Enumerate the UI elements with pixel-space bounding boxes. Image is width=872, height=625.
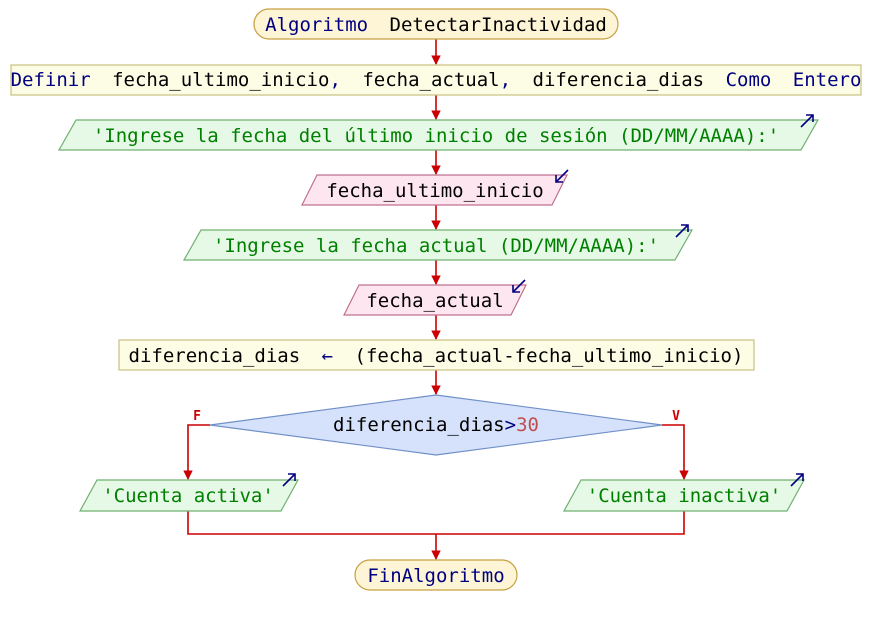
- output-arrow-icon: [790, 473, 804, 487]
- define-as-keyword: Como: [726, 69, 772, 91]
- svg-text:diferencia_dias>30: diferencia_dias>30: [333, 414, 539, 436]
- input1-text: fecha_ultimo_inicio: [326, 180, 543, 202]
- decision-op: >: [505, 414, 516, 436]
- svg-text:Algoritmo DetectarInacti: Algoritmo DetectarInactividad: [265, 14, 607, 36]
- algorithm-name: DetectarInactividad: [390, 14, 607, 36]
- true-branch-label: V: [672, 409, 680, 424]
- assign-expr: (fecha_actual-fecha_ultimo_inicio): [355, 345, 744, 367]
- define-var3: diferencia_dias: [533, 69, 705, 91]
- define-sep1: ,: [329, 69, 340, 91]
- assign-arrow: ←: [322, 345, 333, 367]
- end-terminal: FinAlgoritmo: [354, 559, 518, 591]
- output-false-text: 'Cuenta activa': [102, 485, 274, 507]
- input-last-login: fecha_ultimo_inicio: [301, 169, 569, 206]
- define-keyword: Definir: [11, 69, 91, 91]
- output2-text: 'Ingrese la fecha actual (DD/MM/AAAA):': [213, 235, 659, 257]
- end-keyword: FinAlgoritmo: [367, 565, 504, 587]
- output-true-text: 'Cuenta inactiva': [587, 485, 781, 507]
- svg-text:diferencia_dias ←: diferencia_dias ← (fecha_actual-fecha_ul…: [129, 345, 744, 367]
- connectors: [183, 39, 689, 560]
- output-active-account: 'Cuenta activa': [78, 473, 300, 512]
- input-arrow-icon: [555, 169, 569, 183]
- output-arrow-icon: [282, 473, 296, 487]
- output-arrow-icon: [800, 114, 814, 128]
- output-prompt-last-login: 'Ingrese la fecha del último inicio de s…: [57, 114, 820, 151]
- input-arrow-icon: [512, 279, 526, 293]
- decision-value: 30: [516, 414, 539, 436]
- output-prompt-current-date: 'Ingrese la fecha actual (DD/MM/AAAA):': [182, 224, 694, 261]
- svg-text:Definir fecha_ultimo_ini: Definir fecha_ultimo_inicio, fecha_actua…: [11, 69, 862, 91]
- start-keyword: Algoritmo: [265, 14, 368, 36]
- input2-text: fecha_actual: [366, 290, 503, 312]
- define-type: Entero: [793, 69, 862, 91]
- decision-var: diferencia_dias: [333, 414, 505, 436]
- decision-diamond: diferencia_dias>30 F V: [193, 394, 680, 456]
- output-arrow-icon: [675, 224, 689, 238]
- output-inactive-account: 'Cuenta inactiva': [562, 473, 806, 512]
- assign-target: diferencia_dias: [129, 345, 301, 367]
- assignment-process: diferencia_dias ← (fecha_actual-fecha_ul…: [118, 339, 755, 371]
- input-current-date: fecha_actual: [343, 279, 527, 316]
- define-var1: fecha_ultimo_inicio: [112, 69, 329, 91]
- start-terminal: Algoritmo DetectarInactividad: [253, 8, 619, 40]
- define-var2: fecha_actual: [362, 69, 499, 91]
- output1-text: 'Ingrese la fecha del último inicio de s…: [93, 125, 779, 147]
- define-process: Definir fecha_ultimo_inicio, fecha_actua…: [10, 64, 862, 96]
- define-sep2: ,: [500, 69, 511, 91]
- false-branch-label: F: [193, 409, 201, 424]
